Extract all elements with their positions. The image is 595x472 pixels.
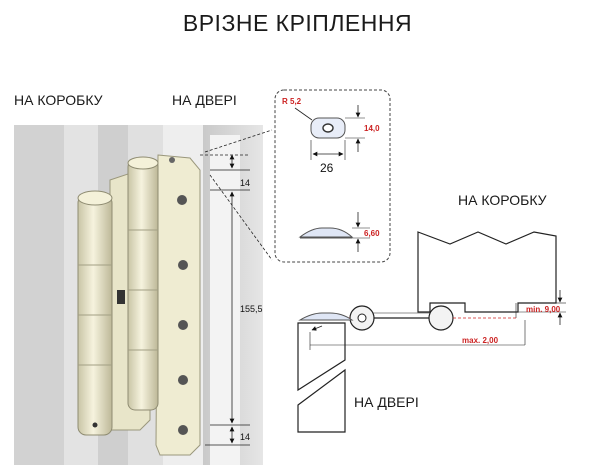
screw-2 [178, 260, 188, 270]
page-title: ВРІЗНЕ КРІПЛЕННЯ [182, 10, 413, 36]
dim-min-gap: min. 9,00 [526, 305, 561, 314]
slot-side-view [298, 212, 370, 252]
screw-4 [178, 375, 188, 385]
hinge-barrel-front [77, 190, 113, 436]
dim-bottom-offset: 14 [240, 432, 250, 442]
hinge-door-leaf [155, 154, 201, 456]
dim-radius: R 5,2 [282, 97, 302, 106]
screw-1 [177, 195, 187, 205]
label-frame-left: НА КОРОБКУ [14, 92, 103, 108]
dim-height: 155,5 [240, 304, 263, 314]
hinge-barrel-rear [127, 156, 159, 411]
dim-depth: 6,60 [364, 229, 380, 238]
door-schematic [297, 312, 526, 433]
dim-top-offset: 14 [240, 178, 250, 188]
label-door-right: НА ДВЕРІ [354, 394, 419, 410]
slot-top-view [294, 105, 365, 160]
vertical-dimensions [200, 129, 273, 446]
hinge-pivot-schematic [318, 305, 518, 331]
label-door-left: НА ДВЕРІ [172, 92, 237, 108]
dim-slot-height: 14,0 [364, 124, 380, 133]
frame-schematic [417, 231, 566, 325]
detail-box [274, 89, 391, 263]
label-frame-right: НА КОРОБКУ [458, 192, 547, 208]
dim-slot-width: 26 [320, 161, 334, 175]
screw-3 [178, 320, 188, 330]
screw-5 [178, 425, 188, 435]
dim-max-gap: max. 2,00 [462, 336, 499, 345]
